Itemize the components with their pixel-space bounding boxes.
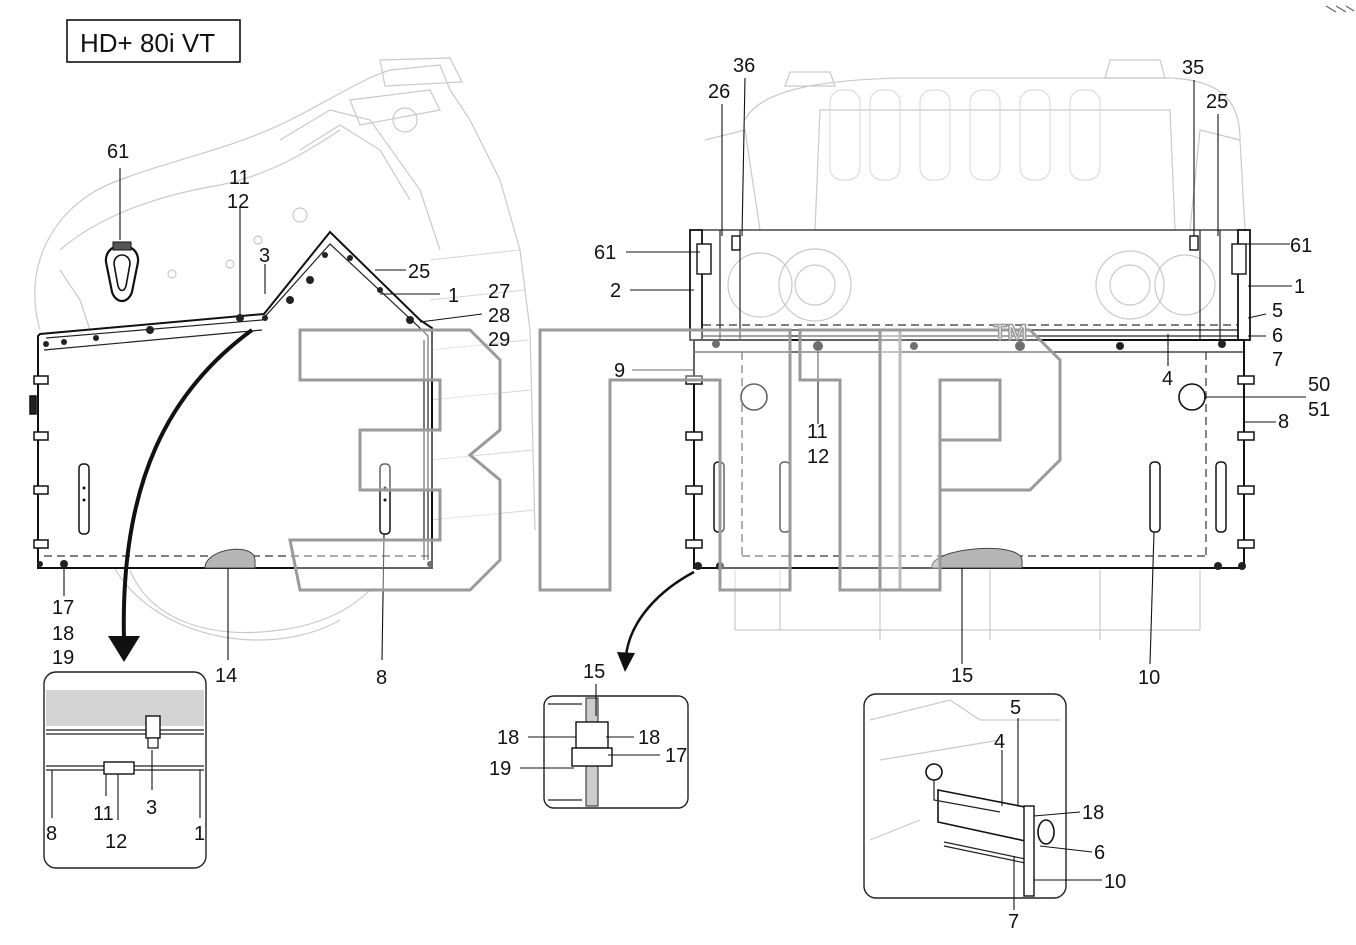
- right-view-leaders: [626, 77, 1306, 665]
- callout: 12: [105, 831, 127, 853]
- callout: 17: [52, 597, 74, 619]
- callout: 19: [52, 647, 74, 669]
- callout: 36: [733, 55, 755, 77]
- callout: 1: [194, 823, 205, 845]
- callout: 51: [1308, 399, 1330, 421]
- callout: 61: [107, 141, 129, 163]
- callout: 3: [259, 245, 270, 267]
- callout: 5: [1272, 300, 1283, 322]
- callout: 25: [1206, 91, 1228, 113]
- callout: 26: [708, 81, 730, 103]
- callout: 35: [1182, 57, 1204, 79]
- left-detail-labels: 3 11 12 8 1: [46, 797, 205, 853]
- watermark-tm: ™: [990, 317, 1030, 361]
- callout: 29: [488, 329, 510, 351]
- center-detail-labels: 15 18 18 19 17: [489, 661, 687, 780]
- callout: 17: [665, 745, 687, 767]
- right-machine-ghost: [704, 59, 1246, 640]
- title-box: HD+ 80i VT: [66, 19, 241, 63]
- callout: 7: [1008, 911, 1019, 933]
- corner-arrows-icon: [1325, 5, 1355, 13]
- callout: 18: [1082, 802, 1104, 824]
- callout: 10: [1138, 667, 1160, 689]
- left-detail-arrow: [108, 328, 254, 662]
- left-view-labels: 61 11 12 3 25 1 27 28 29 17 18 19 14 8: [52, 141, 510, 689]
- center-detail-box: [520, 684, 689, 809]
- left-side-panel: [29, 230, 433, 569]
- callout: 25: [408, 261, 430, 283]
- callout: 15: [583, 661, 605, 683]
- rear-panel: [685, 339, 1255, 570]
- callout: 50: [1308, 374, 1330, 396]
- callout: 2: [610, 280, 621, 302]
- callout: 61: [1290, 235, 1312, 257]
- lifting-eye-icon: [104, 241, 140, 303]
- callout: 8: [376, 667, 387, 689]
- left-detail-box: [43, 671, 207, 869]
- callout: 6: [1272, 325, 1283, 347]
- callout: 12: [227, 191, 249, 213]
- callout: 9: [614, 360, 625, 382]
- callout: 61: [594, 242, 616, 264]
- right-detail-box: [863, 693, 1102, 910]
- left-machine-ghost: [34, 57, 536, 641]
- callout: 12: [807, 446, 829, 468]
- callout: 18: [52, 623, 74, 645]
- right-view-labels: 36 26 35 25 61 61 2 1 5 6 7 9 4 50 51 8 …: [594, 55, 1330, 689]
- callout: 11: [229, 167, 250, 189]
- callout: 8: [1278, 411, 1289, 433]
- callout: 11: [807, 421, 828, 443]
- callout: 18: [497, 727, 519, 749]
- callout: 11: [93, 803, 114, 825]
- callout: 28: [488, 305, 510, 327]
- callout: 3: [146, 797, 157, 819]
- callout: 10: [1104, 871, 1126, 893]
- left-view-leaders: [63, 168, 483, 661]
- callout: 1: [1294, 276, 1305, 298]
- callout: 18: [638, 727, 660, 749]
- center-detail-arrow: [617, 570, 695, 672]
- callout: 7: [1272, 349, 1283, 371]
- model-title: HD+ 80i VT: [80, 28, 215, 58]
- callout: 1: [448, 285, 459, 307]
- callout: 8: [46, 823, 57, 845]
- callout: 19: [489, 758, 511, 780]
- callout: 4: [1162, 368, 1173, 390]
- right-detail-labels: 5 4 18 6 10 7: [994, 697, 1126, 933]
- callout: 15: [951, 665, 973, 687]
- watermark-logo: ™: [288, 316, 1062, 592]
- callout: 6: [1094, 842, 1105, 864]
- right-upper-frame: [689, 229, 1251, 341]
- callout: 4: [994, 731, 1005, 753]
- callout: 5: [1010, 697, 1021, 719]
- callout: 27: [488, 281, 510, 303]
- callout: 14: [215, 665, 237, 687]
